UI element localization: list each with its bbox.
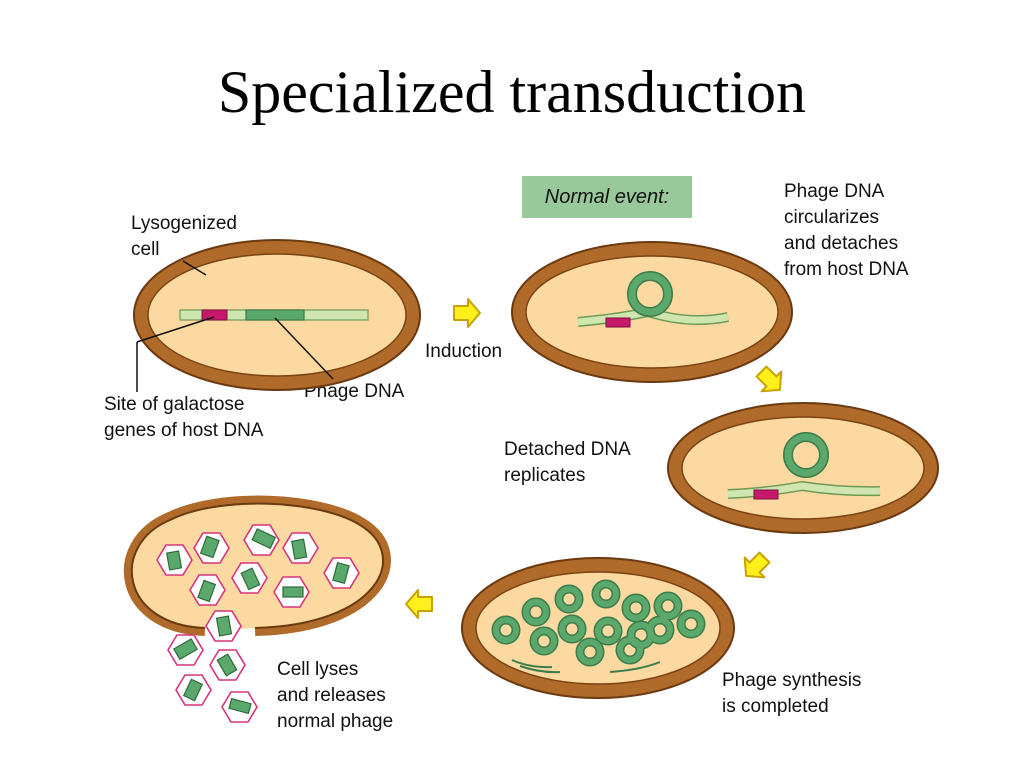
label-lysogenized-cell: Lysogenized cell (131, 213, 237, 260)
lysing-cell (123, 495, 391, 723)
slide-title: Specialized transduction (217, 59, 807, 125)
label-induction: Induction (425, 341, 503, 362)
galactose-site (201, 309, 228, 321)
synthesis-cell (461, 557, 735, 699)
label-circularizes: Phage DNA circularizes and detaches from… (784, 181, 909, 280)
label-site-of-galactose: Site of galactose genes of host DNA (104, 394, 264, 441)
lysogenized-cell (133, 239, 421, 391)
induced-cell (511, 241, 793, 383)
arrow-to-replication (750, 360, 791, 401)
label-detached-replicates: Detached DNA replicates (504, 439, 631, 486)
integrated-phage-dna (245, 309, 305, 321)
label-phage-dna: Phage DNA (304, 381, 405, 402)
arrow-to-lysis (405, 589, 433, 619)
replicating-cell (667, 402, 939, 534)
label-phage-synthesis: Phage synthesis is completed (722, 670, 862, 717)
label-cell-lyses: Cell lyses and releases normal phage (277, 659, 394, 732)
induction-arrow (453, 298, 481, 328)
normal-event-label: Normal event: (522, 176, 692, 218)
arrow-to-synthesis (735, 546, 776, 587)
